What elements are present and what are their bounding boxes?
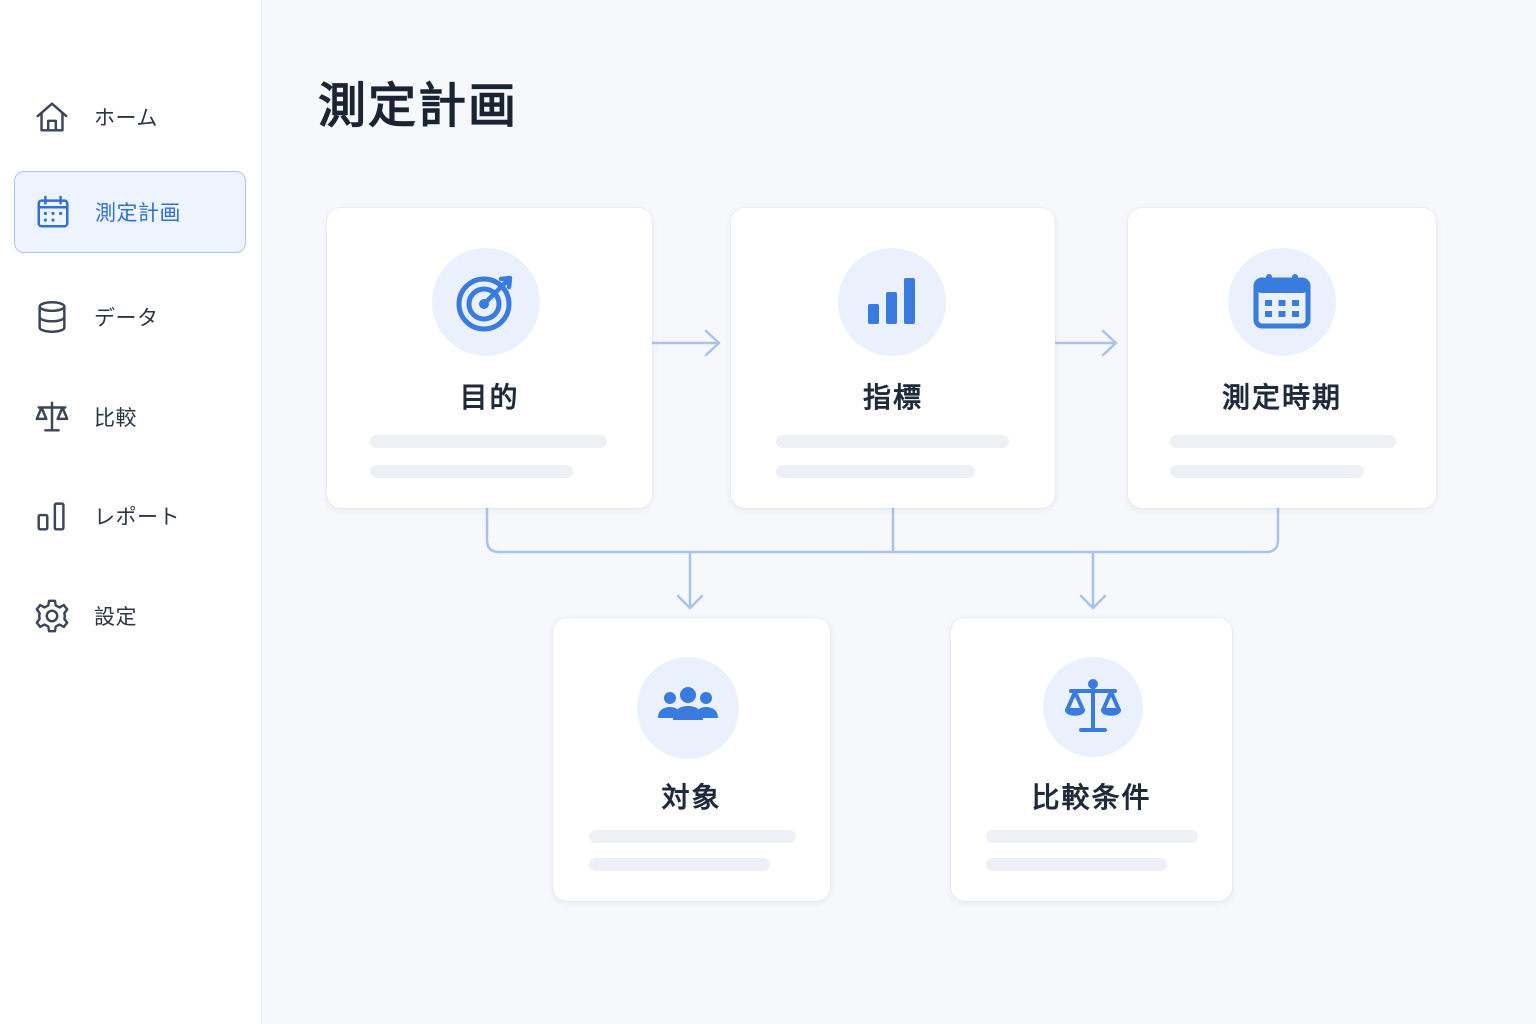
scale-icon: [32, 397, 72, 437]
sidebar-item-settings[interactable]: 設定: [14, 575, 246, 657]
home-icon: [32, 97, 72, 137]
card-metric[interactable]: 指標: [731, 208, 1055, 508]
card-target-group[interactable]: 対象: [553, 618, 830, 901]
sidebar-item-label: ホーム: [94, 106, 158, 130]
sidebar-item-label: データ: [94, 306, 159, 330]
placeholder-line: [589, 830, 796, 843]
sidebar-item-label: レポート: [94, 505, 180, 529]
sidebar-item-label: 比較: [94, 406, 137, 430]
sidebar: ホーム 測定計画: [0, 0, 262, 1024]
sidebar-item-data[interactable]: データ: [14, 276, 246, 358]
calendar-icon: [1228, 248, 1336, 356]
card-title: 測定時期: [1221, 381, 1342, 414]
card-purpose[interactable]: 目的: [327, 208, 652, 508]
card-timing[interactable]: 測定時期: [1128, 208, 1436, 508]
sidebar-item-label: 測定計画: [95, 201, 181, 225]
placeholder-line: [370, 435, 607, 448]
placeholder-line: [1170, 465, 1364, 478]
card-comparison-conditions[interactable]: 比較条件: [951, 618, 1232, 901]
page-title: 測定計画: [318, 78, 519, 134]
scale-icon: [1043, 657, 1143, 757]
sidebar-item-home[interactable]: ホーム: [14, 76, 246, 158]
card-title: 指標: [862, 381, 923, 414]
database-icon: [32, 297, 72, 337]
placeholder-line: [370, 465, 573, 478]
card-title: 比較条件: [1031, 781, 1152, 814]
calendar-icon: [33, 192, 73, 232]
placeholder-line: [986, 830, 1198, 843]
gear-icon: [32, 596, 72, 636]
bar-chart-icon: [32, 496, 72, 536]
placeholder-line: [776, 435, 1009, 448]
target-icon: [432, 248, 540, 356]
placeholder-line: [986, 858, 1167, 871]
sidebar-item-measurement-plan[interactable]: 測定計画: [14, 171, 246, 253]
bar-chart-icon: [838, 248, 946, 356]
sidebar-item-compare[interactable]: 比較: [14, 376, 246, 458]
users-icon: [637, 657, 739, 759]
placeholder-line: [776, 465, 975, 478]
placeholder-line: [589, 858, 770, 871]
sidebar-item-report[interactable]: レポート: [14, 475, 246, 557]
sidebar-item-label: 設定: [94, 605, 137, 629]
placeholder-line: [1170, 435, 1396, 448]
card-title: 対象: [661, 781, 722, 814]
card-title: 目的: [459, 381, 520, 414]
